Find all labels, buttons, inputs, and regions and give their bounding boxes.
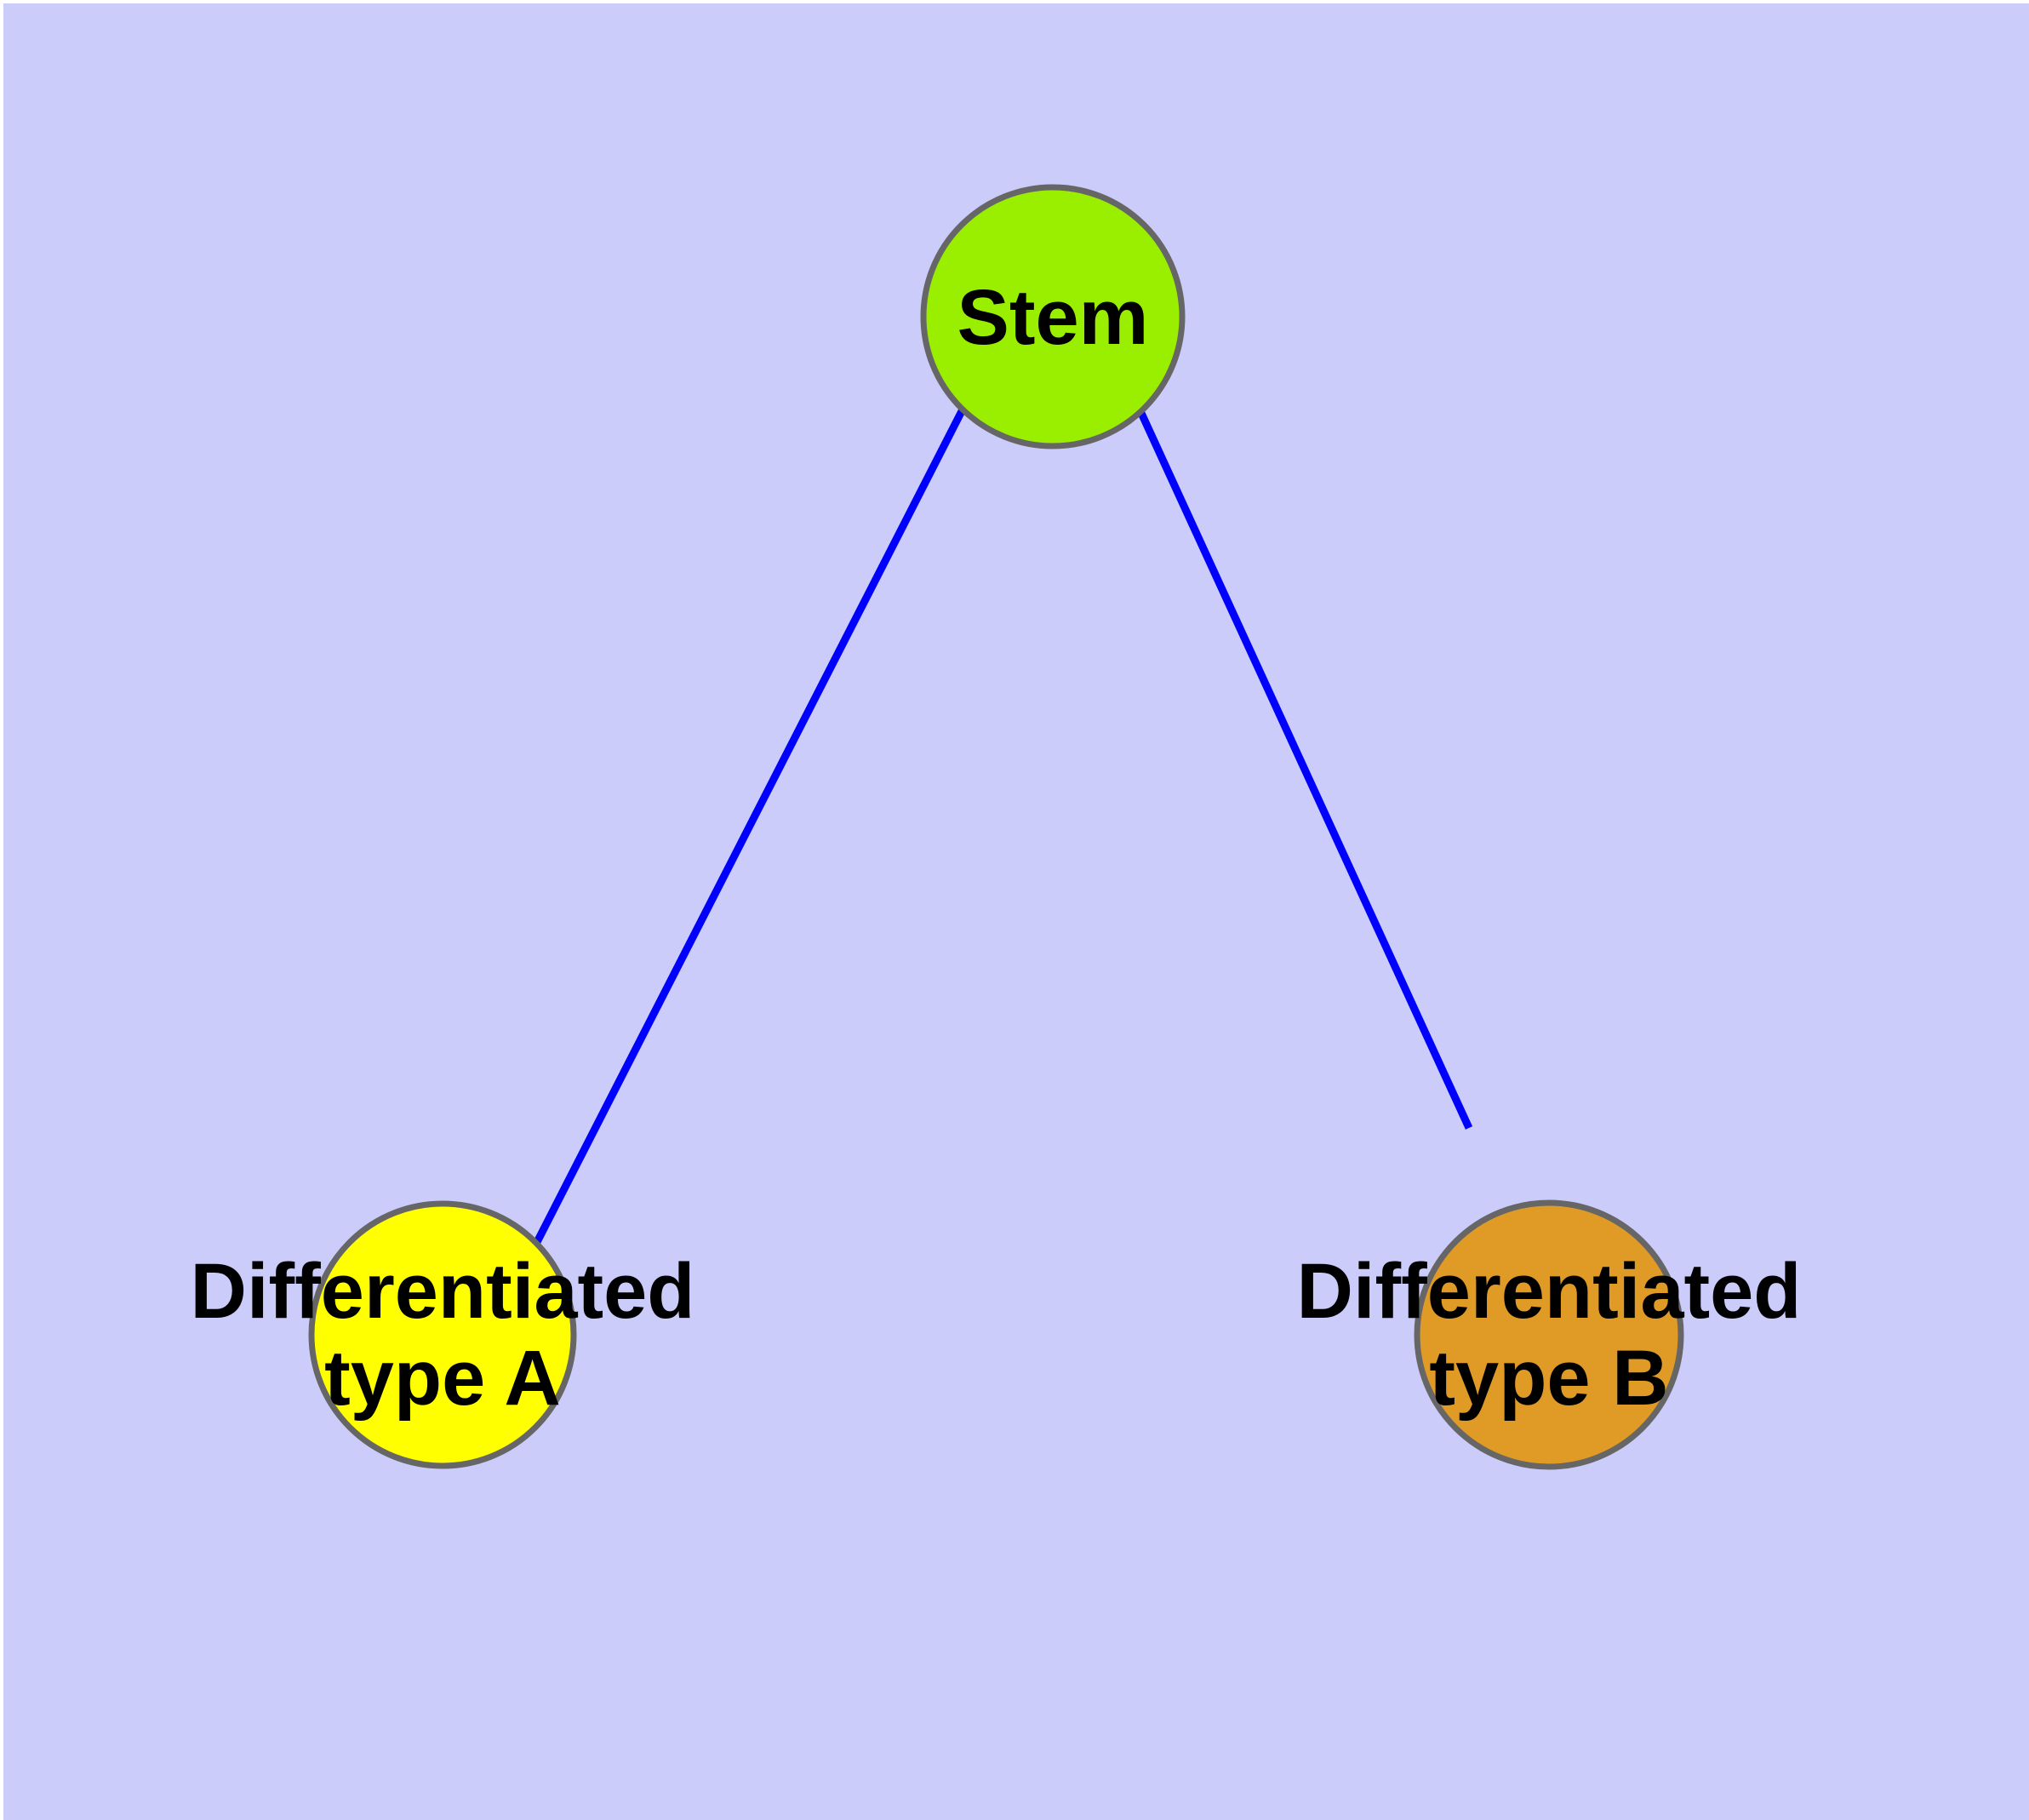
node-label-differentiated-type-a-line2: type A (324, 1335, 561, 1422)
label-layer: Stem Differentiated type A Differentiate… (191, 274, 1802, 1422)
node-label-differentiated-type-b-line1: Differentiated (1297, 1248, 1802, 1335)
edge-layer (532, 407, 1473, 1246)
node-label-stem: Stem (957, 274, 1149, 361)
node-label-differentiated-type-a-line1: Differentiated (191, 1248, 695, 1335)
edge-stem-to-differentiated-type-a[interactable] (532, 407, 967, 1246)
node-label-differentiated-type-b-line2: type B (1429, 1335, 1668, 1422)
node-differentiated-type-b[interactable] (1414, 1199, 1684, 1470)
edge-stem-to-differentiated-type-b[interactable] (1136, 409, 1473, 1130)
node-stem[interactable] (920, 184, 1186, 449)
node-layer (308, 184, 1684, 1470)
node-differentiated-type-a[interactable] (308, 1200, 577, 1469)
